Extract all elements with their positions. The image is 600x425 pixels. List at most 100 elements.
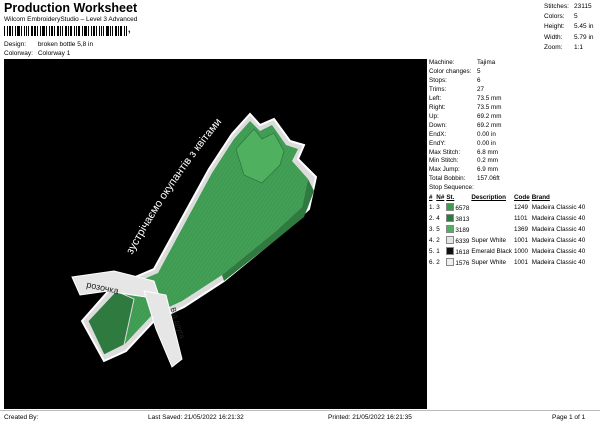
printed-date: Printed: 21/05/2022 16:21:35	[328, 414, 412, 421]
machine-info-key: Right:	[429, 103, 446, 111]
barcode-bar	[87, 26, 89, 36]
machine-info-row: Up: 69.2 mm	[429, 113, 599, 122]
machine-info-key: Up:	[429, 112, 439, 120]
row-num: 6.	[429, 259, 435, 267]
barcode-bar	[26, 26, 28, 36]
stat-row: Width:5.79 in	[544, 33, 594, 43]
barcode-bar	[16, 26, 20, 36]
barcode-bar	[76, 26, 78, 36]
barcode-bar	[78, 26, 81, 36]
row-code: 1249	[513, 204, 528, 212]
barcode-bar	[45, 26, 47, 36]
col-n: N#	[436, 194, 445, 202]
machine-info-row: Stops: 6	[429, 77, 599, 86]
stat-value: 5.45 in	[574, 23, 594, 31]
stat-key: Colors:	[544, 13, 565, 21]
barcode-bar	[110, 26, 112, 36]
stat-value: 23115	[574, 3, 592, 10]
machine-info-value: Tajima	[477, 59, 496, 66]
thread-swatch	[446, 214, 455, 223]
barcode-bar	[95, 26, 97, 36]
bottle-neck	[87, 290, 135, 356]
stat-key: Zoom:	[544, 43, 563, 51]
barcode-bar	[68, 26, 70, 36]
colorway-label: Colorway:	[4, 50, 33, 57]
barcode-bar	[106, 26, 110, 36]
machine-info-key: Max Jump:	[429, 166, 460, 174]
machine-info-value: 69.2 mm	[477, 112, 502, 120]
barcode-bar	[37, 26, 39, 36]
machine-info-row: EndX: 0.00 in	[429, 131, 599, 140]
row-needle: 3	[436, 204, 440, 212]
row-brand: Madeira Classic 40	[531, 248, 586, 256]
barcode-bar	[123, 26, 125, 36]
machine-info-row: Left:73.5 mm	[429, 95, 599, 104]
row-stitches: 1618	[446, 247, 471, 258]
stat-value: 5	[574, 13, 578, 21]
machine-info-key: Stops:	[429, 76, 447, 84]
machine-info-row: Min Stitch:0.2 mm	[429, 157, 599, 166]
col-code: Code	[513, 194, 530, 202]
design-row: Design: broken bottle 5,8 in	[4, 41, 93, 48]
footer: Created By: Last Saved: 21/05/2022 16:21…	[0, 410, 600, 425]
machine-info-value: 69.2 mm	[477, 121, 502, 129]
machine-info-key: Trims:	[429, 85, 447, 93]
row-stitches: 3189	[446, 225, 471, 236]
row-num: 4.	[429, 237, 435, 245]
row-stitch-count: 1618	[455, 249, 470, 257]
machine-info-key: Min Stitch:	[429, 157, 459, 165]
barcode-bar	[14, 26, 16, 36]
barcode-bar	[56, 26, 59, 36]
barcode-bar	[82, 26, 83, 36]
machine-info-key: EndY:	[429, 139, 446, 147]
machine-info-key: Left:	[429, 94, 442, 102]
machine-info-value: 6	[477, 76, 481, 84]
barcode-bar	[61, 26, 63, 36]
barcode-bar	[34, 26, 37, 36]
barcode-bar	[11, 26, 13, 36]
row-stitches: 6578	[446, 203, 471, 214]
row-needle: 2	[436, 237, 440, 245]
barcode-bar	[53, 26, 55, 36]
colorway-value: Colorway 1	[37, 50, 71, 57]
design-value: broken bottle 5,8 in	[37, 41, 94, 48]
row-stitches: 3813	[446, 214, 471, 225]
bottle-shadow	[222, 179, 314, 281]
row-num: 3.	[429, 226, 435, 234]
barcode-bar	[59, 26, 61, 36]
row-num: 5.	[429, 248, 435, 256]
machine-info-value: 73.5 mm	[477, 103, 502, 111]
row-description	[471, 225, 514, 236]
thread-swatch	[446, 225, 455, 234]
barcode-bar	[115, 26, 118, 36]
barcode-bar	[70, 26, 73, 36]
barcode-bar	[20, 26, 22, 36]
machine-info-value: 6.9 mm	[477, 166, 498, 174]
row-brand: Madeira Classic 40	[531, 226, 586, 234]
row-num: 1.	[429, 204, 435, 212]
machine-info-value: 27	[477, 85, 485, 93]
barcode-bar	[23, 26, 26, 36]
machine-info-key: Total Bobbin:	[429, 175, 466, 183]
barcode-bar	[4, 26, 5, 36]
machine-info-row: Right: 73.5 mm	[429, 104, 599, 113]
machine-info-key: Down:	[429, 121, 447, 129]
row-stitch-count: 3189	[455, 227, 470, 235]
barcode-bar	[125, 26, 127, 36]
barcode-suffix: ,	[128, 24, 131, 34]
table-header-row: # N# St. Description Code Brand	[429, 194, 587, 203]
machine-info-key: EndX:	[429, 130, 447, 138]
created-by: Created By:	[4, 414, 39, 421]
barcode-bar	[118, 26, 120, 36]
row-num: 2.	[429, 215, 435, 223]
machine-info-key: Color changes:	[429, 67, 472, 75]
machine-info-row: Max Stitch:6.8 mm	[429, 149, 599, 158]
machine-info-value: 0.00 in	[477, 130, 496, 138]
broken-bottle-artwork: розочка Від друга зустрічаємо окупантів …	[71, 112, 318, 368]
barcode-bar	[103, 26, 105, 36]
row-code: 1001	[513, 237, 528, 245]
